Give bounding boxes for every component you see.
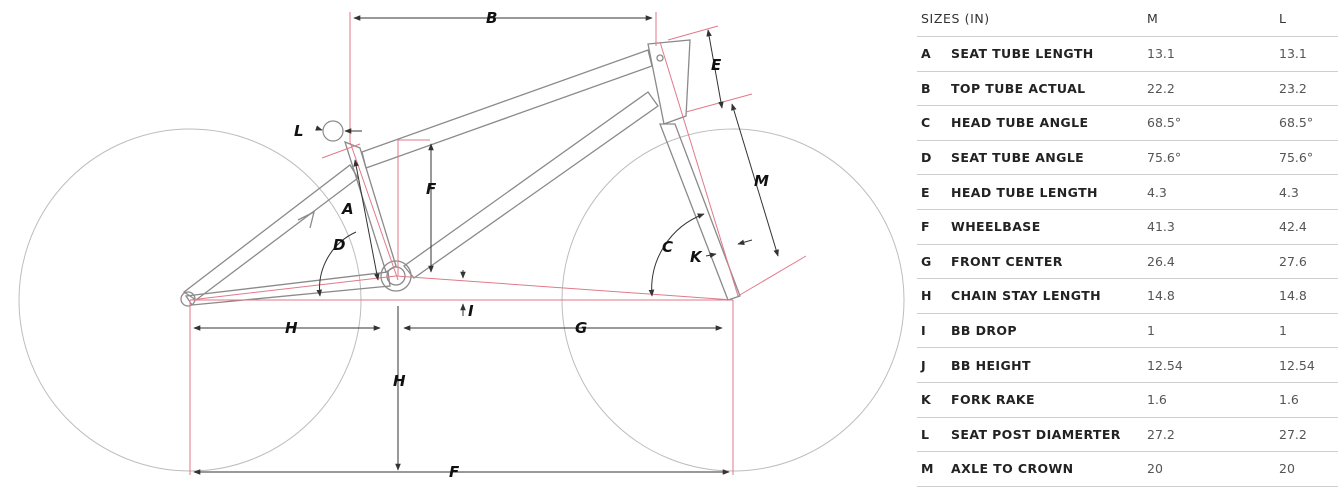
dim-label-e: E xyxy=(711,56,722,74)
row-name: FRONT CENTER xyxy=(951,253,1063,269)
dim-label-m: M xyxy=(754,172,769,190)
row-name: BB DROP xyxy=(951,323,1017,339)
table-row: B TOP TUBE ACTUAL 22.2 23.2 xyxy=(917,72,1338,107)
row-value-m: 26.4 xyxy=(1147,253,1175,269)
geometry-lines xyxy=(189,12,807,475)
geometry-table: SIZES (IN) M L A SEAT TUBE LENGTH 13.1 13.1… xyxy=(917,0,1338,487)
row-value-l: 27.2 xyxy=(1279,426,1307,442)
row-name: BB HEIGHT xyxy=(951,357,1031,373)
table-row: H CHAIN STAY LENGTH 14.8 14.8 xyxy=(917,279,1338,314)
row-name: CHAIN STAY LENGTH xyxy=(951,288,1102,304)
bike-geometry-diagram: B E M L F A D C K I H G H F xyxy=(18,9,905,481)
table-row: A SEAT TUBE LENGTH 13.1 13.1 xyxy=(917,37,1338,72)
row-value-l: 42.4 xyxy=(1279,219,1307,235)
dimension-lines xyxy=(193,15,779,475)
row-name: TOP TUBE ACTUAL xyxy=(951,80,1086,96)
row-letter: K xyxy=(921,392,931,408)
row-letter: I xyxy=(921,323,926,339)
row-value-m: 14.8 xyxy=(1147,288,1175,304)
row-value-l: 1 xyxy=(1279,323,1287,339)
row-value-l: 23.2 xyxy=(1279,80,1307,96)
row-name: SEAT POST DIAMERTER xyxy=(951,426,1121,442)
row-value-m: 20 xyxy=(1147,461,1163,477)
row-value-l: 27.6 xyxy=(1279,253,1307,269)
row-letter: C xyxy=(921,115,931,131)
row-value-l: 1.6 xyxy=(1279,392,1299,408)
table-row: L SEAT POST DIAMERTER 27.2 27.2 xyxy=(917,418,1338,453)
table-row: F WHEELBASE 41.3 42.4 xyxy=(917,210,1338,245)
row-value-m: 1.6 xyxy=(1147,392,1167,408)
row-value-l: 75.6° xyxy=(1279,150,1314,166)
row-letter: D xyxy=(921,150,932,166)
row-letter: M xyxy=(921,461,934,477)
table-row: G FRONT CENTER 26.4 27.6 xyxy=(917,245,1338,280)
row-name: SEAT TUBE ANGLE xyxy=(951,150,1085,166)
row-value-m: 4.3 xyxy=(1147,184,1167,200)
dim-label-l: L xyxy=(294,122,304,140)
row-letter: F xyxy=(921,219,930,235)
row-name: AXLE TO CROWN xyxy=(951,461,1074,477)
row-letter: J xyxy=(921,357,926,373)
dim-label-g: G xyxy=(575,319,587,337)
row-name: WHEELBASE xyxy=(951,219,1041,235)
dim-label-i: I xyxy=(468,302,474,320)
row-value-m: 1 xyxy=(1147,323,1155,339)
table-row: J BB HEIGHT 12.54 12.54 xyxy=(917,348,1338,383)
table-header: SIZES (IN) M L xyxy=(917,0,1338,37)
table-row: C HEAD TUBE ANGLE 68.5° 68.5° xyxy=(917,106,1338,141)
header-size-l: L xyxy=(1279,10,1286,26)
table-row: M AXLE TO CROWN 20 20 xyxy=(917,452,1338,487)
header-sizes-label: SIZES (IN) xyxy=(921,10,990,26)
row-value-m: 13.1 xyxy=(1147,46,1175,62)
dim-label-f-vertical: F xyxy=(426,180,437,198)
row-value-m: 68.5° xyxy=(1147,115,1182,131)
row-value-l: 20 xyxy=(1279,461,1295,477)
row-value-m: 22.2 xyxy=(1147,80,1175,96)
row-letter: A xyxy=(921,46,931,62)
row-value-m: 27.2 xyxy=(1147,426,1175,442)
row-value-m: 12.54 xyxy=(1147,357,1183,373)
dim-label-c: C xyxy=(662,238,673,256)
row-value-l: 14.8 xyxy=(1279,288,1307,304)
row-letter: G xyxy=(921,253,932,269)
header-size-m: M xyxy=(1147,10,1158,26)
bike-frame xyxy=(180,39,741,307)
dim-label-b: B xyxy=(486,9,497,27)
dim-label-a: A xyxy=(341,200,354,218)
row-name: HEAD TUBE LENGTH xyxy=(951,184,1098,200)
row-letter: H xyxy=(921,288,932,304)
dim-label-h-chainstay: H xyxy=(285,319,298,337)
row-letter: E xyxy=(921,184,930,200)
row-name: HEAD TUBE ANGLE xyxy=(951,115,1089,131)
row-value-m: 75.6° xyxy=(1147,150,1182,166)
table-row: I BB DROP 1 1 xyxy=(917,314,1338,349)
seatpost-circle xyxy=(322,120,344,142)
dim-label-h-height: H xyxy=(393,372,406,390)
dim-label-f-wheelbase: F xyxy=(449,463,460,481)
row-value-m: 41.3 xyxy=(1147,219,1175,235)
row-letter: B xyxy=(921,80,931,96)
row-name: FORK RAKE xyxy=(951,392,1035,408)
dim-label-d: D xyxy=(333,236,345,254)
dim-label-k: K xyxy=(690,248,703,266)
geometry-drawing: B E M L F A D C K I H G H F xyxy=(18,9,905,481)
row-value-l: 4.3 xyxy=(1279,184,1299,200)
row-value-l: 68.5° xyxy=(1279,115,1314,131)
row-value-l: 12.54 xyxy=(1279,357,1315,373)
table-row: D SEAT TUBE ANGLE 75.6° 75.6° xyxy=(917,141,1338,176)
row-name: SEAT TUBE LENGTH xyxy=(951,46,1094,62)
table-row: K FORK RAKE 1.6 1.6 xyxy=(917,383,1338,418)
row-letter: L xyxy=(921,426,929,442)
row-value-l: 13.1 xyxy=(1279,46,1307,62)
table-row: E HEAD TUBE LENGTH 4.3 4.3 xyxy=(917,175,1338,210)
